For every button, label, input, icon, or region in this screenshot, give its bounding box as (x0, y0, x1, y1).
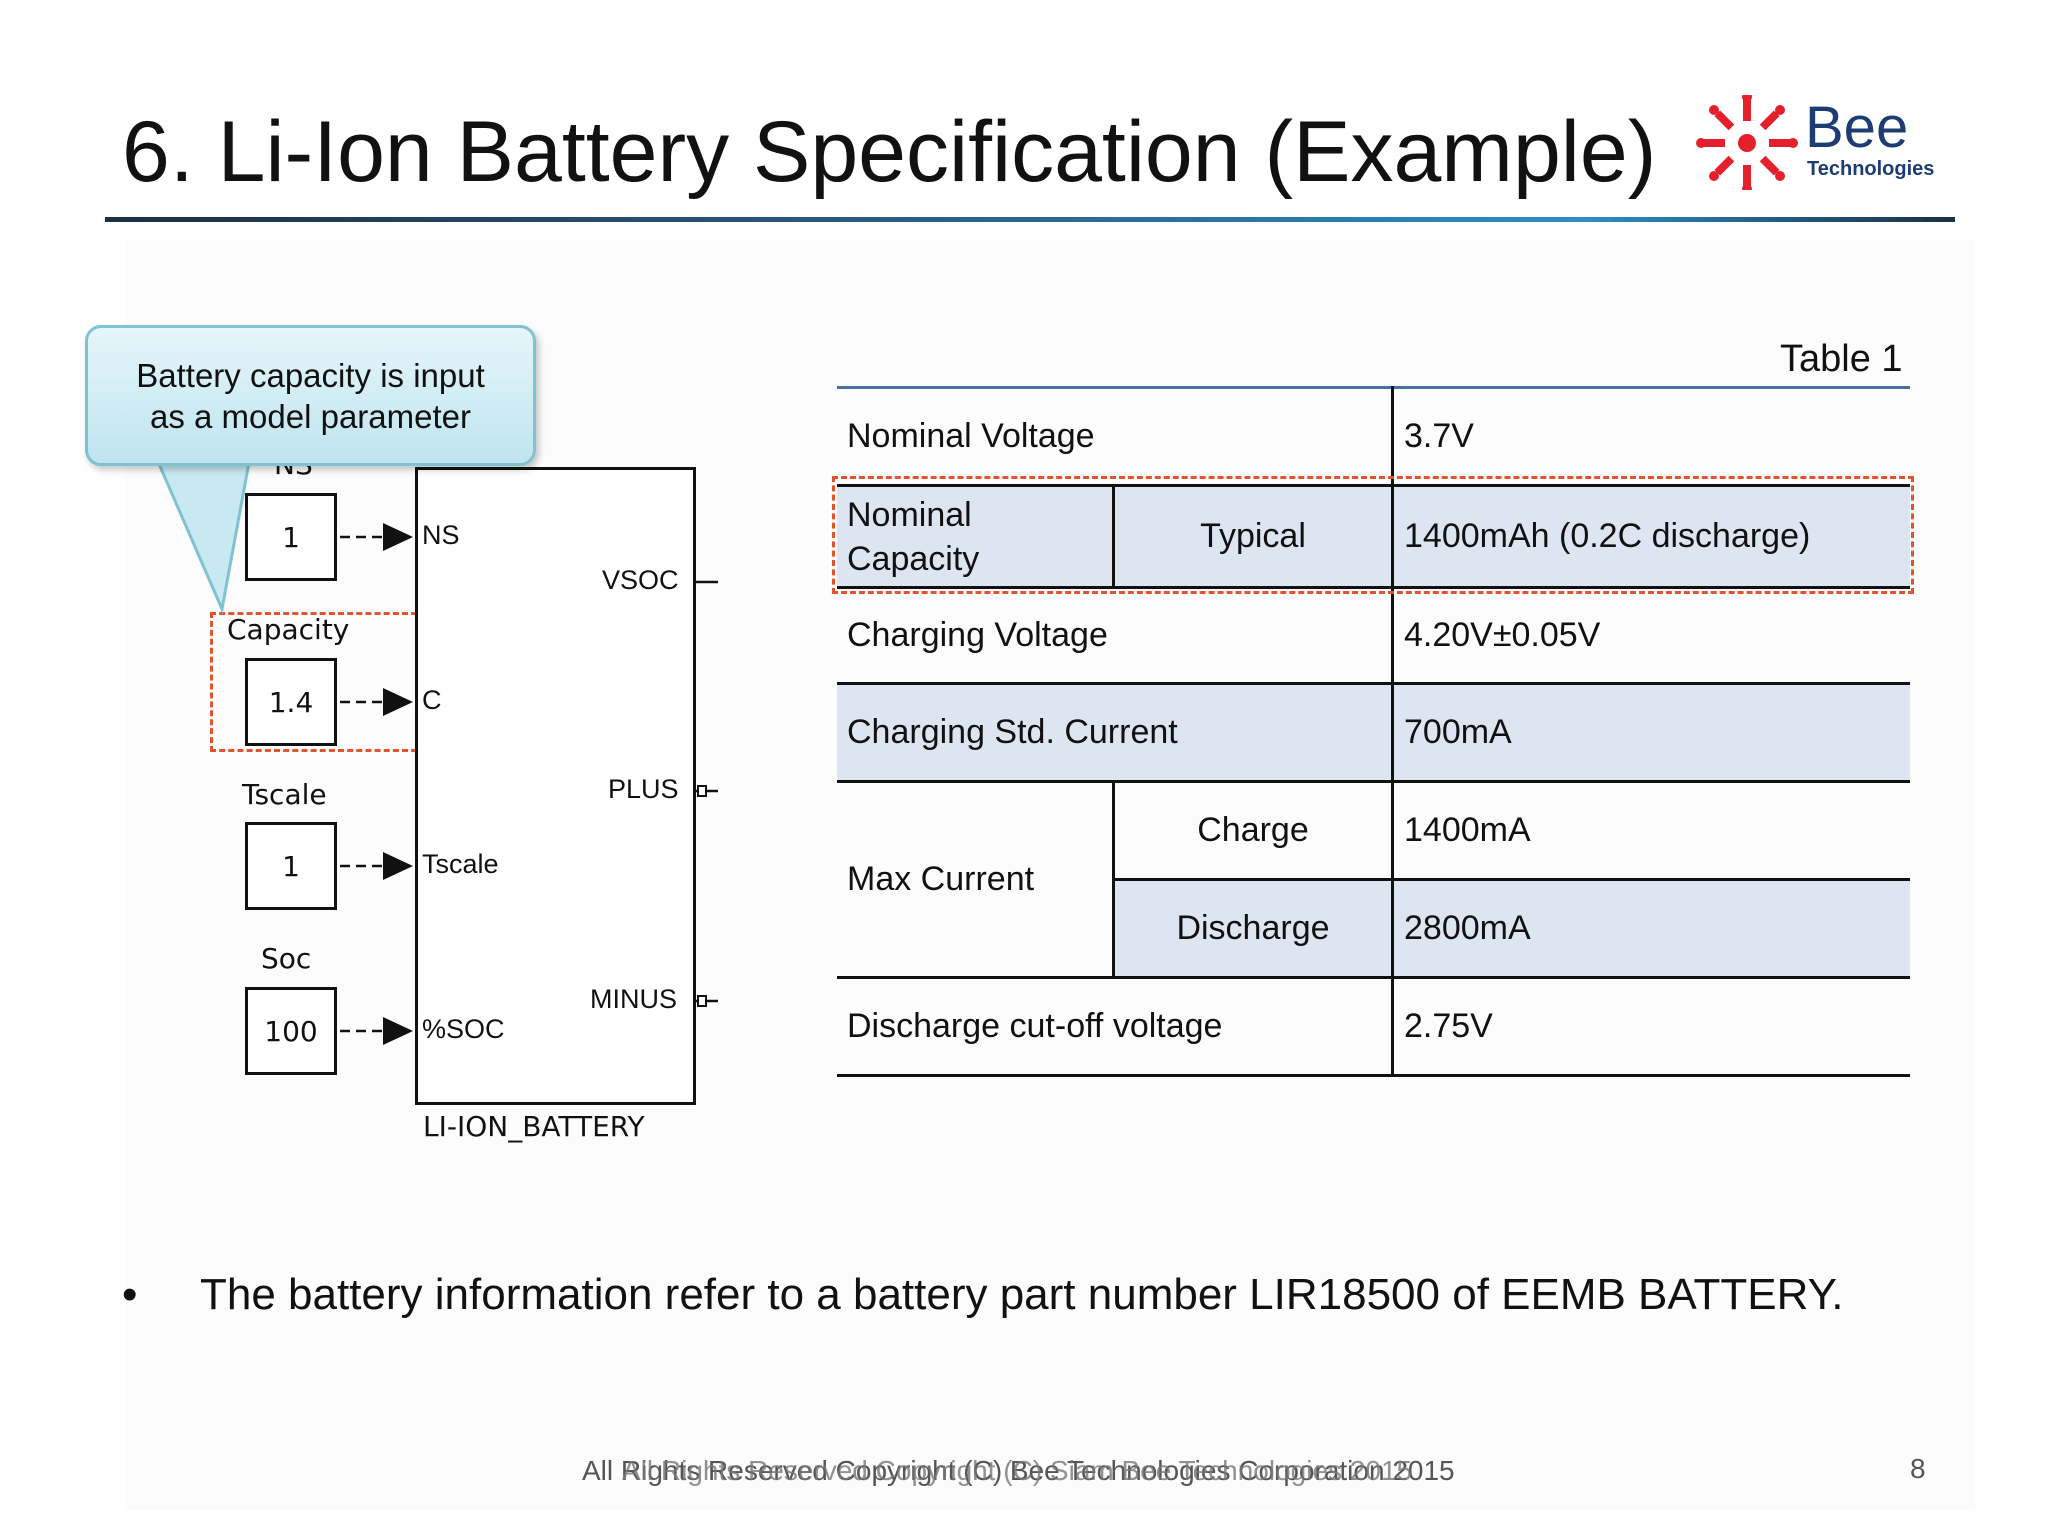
cell-nominal-voltage-label: Nominal Voltage (837, 386, 1394, 487)
bullet-symbol: • (122, 1270, 138, 1319)
cell-nominal-capacity-value: 1400mAh (0.2C discharge) (1392, 485, 1910, 589)
constant-block-capacity[interactable]: 1.4 (245, 658, 337, 746)
input-label-capacity: Capacity (227, 613, 350, 646)
cell-charge-label: Charge (1113, 781, 1394, 881)
cell-cutoff-value: 2.75V (1392, 977, 1910, 1077)
block-name-label: LI-ION_BATTERY (423, 1110, 645, 1143)
slide-title: 6. Li-Ion Battery Specification (Example… (122, 104, 1657, 200)
port-c: C (422, 685, 442, 715)
table-row: Charging Std. Current 700mA (837, 683, 1910, 783)
logo-subtitle-text: Technologies (1807, 158, 1934, 180)
port-vsoc: VSOC (602, 565, 679, 595)
table-caption: Table 1 (1780, 338, 1903, 380)
table-row: Nominal Voltage 3.7V (837, 386, 1910, 487)
port-plus: PLUS (608, 774, 679, 804)
li-ion-battery-block[interactable] (415, 467, 696, 1105)
title-divider (105, 217, 1955, 222)
port-minus: MINUS (590, 984, 677, 1014)
cell-charging-current-value: 700mA (1392, 683, 1910, 783)
constant-block-soc[interactable]: 100 (245, 987, 337, 1075)
bee-technologies-logo: Bee Technologies (1695, 92, 1955, 194)
input-label-soc: Soc (261, 942, 312, 975)
callout-line-1: Battery capacity is input (136, 356, 485, 394)
table-row: Discharge 2800mA (837, 879, 1910, 979)
callout-line-2: as a model parameter (150, 397, 471, 435)
constant-block-ns[interactable]: 1 (245, 493, 337, 581)
callout-pointer (154, 457, 252, 615)
cell-charge-value: 1400mA (1392, 781, 1910, 881)
cell-charging-voltage-value: 4.20V±0.05V (1392, 587, 1910, 685)
table-row: Nominal Capacity Typical 1400mAh (0.2C d… (837, 485, 1910, 589)
port-tscale: Tscale (422, 849, 499, 879)
table-row: Max Current Charge 1400mA (837, 781, 1910, 979)
cell-charging-current-label: Charging Std. Current (837, 683, 1394, 783)
cell-discharge-value: 2800mA (1392, 879, 1910, 979)
cell-nominal-capacity-sub: Typical (1113, 485, 1394, 589)
footer-copyright-overlap: All Rights Reserved Copyright (C) Siam B… (622, 1455, 1413, 1486)
page-number: 8 (1910, 1453, 1926, 1484)
cell-nominal-capacity-label: Nominal Capacity (837, 485, 1115, 589)
cell-nominal-voltage-value: 3.7V (1392, 386, 1910, 487)
bullet-text: The battery information refer to a batte… (200, 1270, 1844, 1319)
constant-block-tscale[interactable]: 1 (245, 822, 337, 910)
table-row: Charging Voltage 4.20V±0.05V (837, 587, 1910, 685)
port-ns: NS (422, 520, 460, 550)
cell-max-current-label: Max Current (837, 781, 1115, 979)
table-row: Discharge cut-off voltage 2.75V (837, 977, 1910, 1077)
footer-copyright: All Rights Reserved Copyright (C) Bee Te… (582, 1455, 1455, 1486)
port-soc: %SOC (422, 1014, 505, 1044)
nominal-capacity-highlight-box (832, 476, 1914, 594)
input-label-tscale: Tscale (242, 778, 327, 811)
logo-brand-text: Bee (1805, 95, 1908, 160)
bee-star-icon: Bee Technologies (1696, 92, 1934, 194)
cell-charging-voltage-label: Charging Voltage (837, 587, 1394, 685)
cell-discharge-label: Discharge (1113, 879, 1394, 979)
callout-bubble: Battery capacity is input as a model par… (85, 325, 536, 466)
spec-table: Nominal Voltage 3.7V Nominal Capacity Ty… (837, 386, 1910, 1077)
cell-cutoff-label: Discharge cut-off voltage (837, 977, 1394, 1077)
